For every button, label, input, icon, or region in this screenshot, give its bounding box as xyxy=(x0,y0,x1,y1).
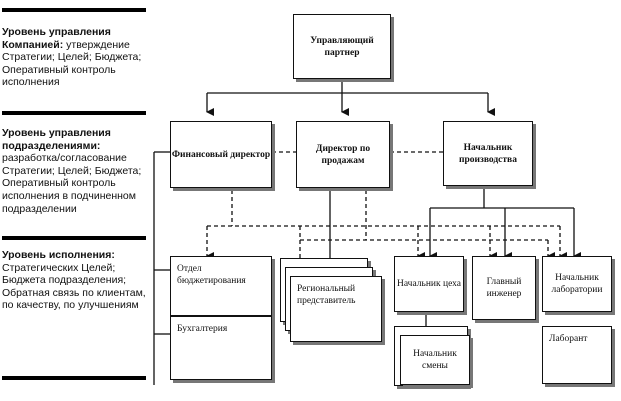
level-company: Уровень управления Компанией: утверждени… xyxy=(2,26,152,89)
box-chief-engineer: Главный инженер xyxy=(472,256,536,320)
level-departments-title: Уровень управления подразделениями: xyxy=(2,127,111,152)
sales-director-label: Директор по продажам xyxy=(315,143,371,166)
box-lab-head: Начальник лаборатории xyxy=(542,256,612,312)
box-shop-head: Начальник цеха xyxy=(394,256,464,312)
level-divider-bottom xyxy=(2,376,146,380)
box-budgeting-dept: Отдел бюджетирования xyxy=(170,256,272,316)
production-head-label: Начальник производства xyxy=(459,142,517,165)
level-departments-text: разработка/согласование Стратегии; Целей… xyxy=(2,152,142,215)
level-departments: Уровень управления подразделениями: разр… xyxy=(2,127,152,215)
lab-assistant-label: Лаборант xyxy=(549,334,588,344)
budgeting-dept-label: Отдел бюджетирования xyxy=(177,264,246,286)
box-cfo: Финансовый директор xyxy=(170,121,272,188)
managing-partner-label: Управляющий партнер xyxy=(310,35,374,58)
box-lab-assistant: Лаборант xyxy=(542,326,612,384)
level-company-title: Уровень управления Компанией: xyxy=(2,26,111,51)
box-shift-head: Начальник смены xyxy=(400,335,470,385)
level-divider-1 xyxy=(2,111,146,115)
lab-head-label: Начальник лаборатории xyxy=(551,273,603,295)
chief-engineer-label: Главный инженер xyxy=(486,277,522,299)
box-production-head: Начальник производства xyxy=(443,121,533,186)
box-accounting: Бухгалтерия xyxy=(170,316,272,380)
level-execution: Уровень исполнения: Стратегических Целей… xyxy=(2,249,152,312)
regional-rep-label: Региональный представитель xyxy=(297,284,356,306)
level-execution-title: Уровень исполнения: xyxy=(2,249,115,261)
level-divider-2 xyxy=(2,236,146,240)
cfo-label: Финансовый директор xyxy=(171,149,271,160)
level-divider-top xyxy=(2,8,146,12)
shift-head-label: Начальник смены xyxy=(413,349,457,371)
accounting-label: Бухгалтерия xyxy=(177,324,228,334)
box-regional-rep: Региональный представитель xyxy=(290,276,382,342)
box-sales-director: Директор по продажам xyxy=(296,121,390,188)
level-execution-text: Стратегических Целей; Бюджета подразделе… xyxy=(2,261,146,312)
level-company-text: утверждение Стратегии; Целей; Бюджета; О… xyxy=(2,38,142,89)
shop-head-label: Начальник цеха xyxy=(396,279,462,289)
box-managing-partner: Управляющий партнер xyxy=(293,14,391,79)
